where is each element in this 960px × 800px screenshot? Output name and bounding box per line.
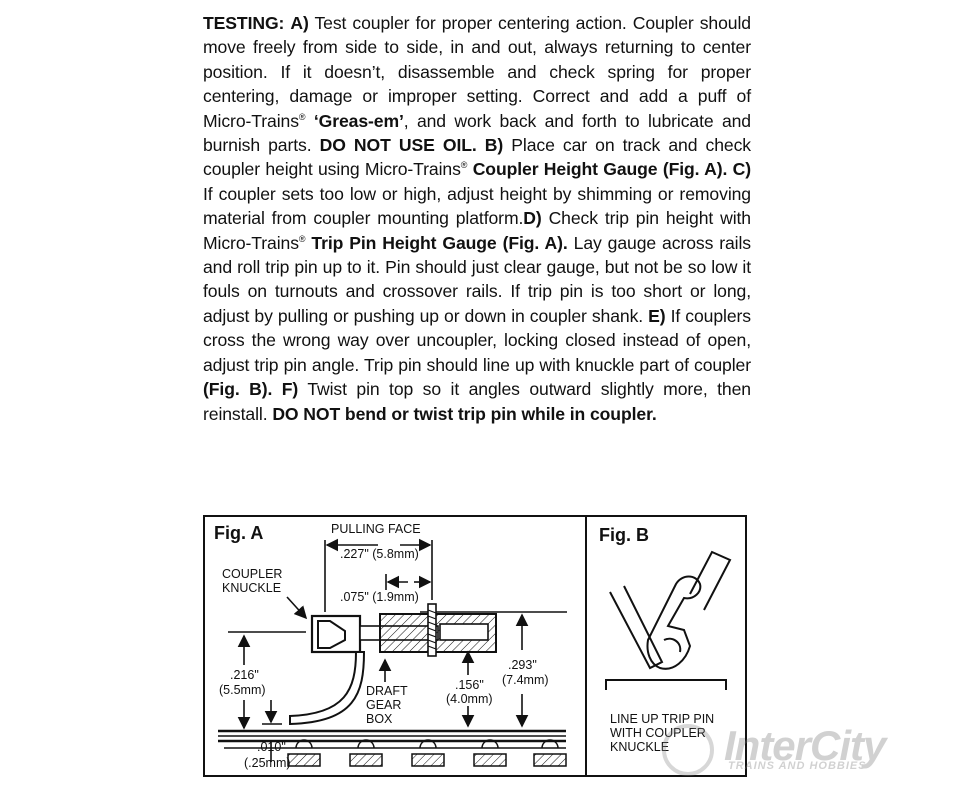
dim-156-label-1: .156"	[455, 678, 484, 692]
rail-ties	[287, 739, 567, 767]
fig-a-drawing	[218, 538, 567, 767]
dim-227-label: .227" (5.8mm)	[340, 547, 419, 561]
registered-mark: ®	[298, 233, 306, 244]
draft-gear-label-3: BOX	[366, 712, 393, 726]
step-c-label: C)	[732, 159, 752, 180]
registered-mark: ®	[298, 111, 306, 122]
step-b-text: Place car on track and check coupler hei…	[203, 135, 751, 180]
knuckle-leader	[286, 596, 308, 620]
knuckle-face	[663, 637, 682, 653]
no-oil-warning: DO NOT USE OIL.	[319, 135, 477, 156]
coupler-knuckle-top	[646, 575, 702, 670]
coupler-height-gauge: Coupler Height Gauge (Fig. A).	[472, 159, 728, 180]
dim-075-label: .075" (1.9mm)	[340, 590, 419, 604]
step-a-text-end: , and work back and forth to lubricate a…	[203, 110, 751, 156]
figure-divider	[585, 515, 587, 777]
fig-a-title: Fig. A	[214, 523, 264, 543]
dim-156-label-2: (4.0mm)	[446, 692, 493, 706]
intercity-watermark: InterCity TRAINS AND HOBBIES	[662, 720, 932, 780]
step-f-label: F)	[281, 379, 299, 400]
fig-b-drawing	[605, 550, 732, 690]
step-d-label: D)	[523, 208, 542, 229]
draft-gear-label-1: DRAFT	[366, 684, 408, 698]
bend-warning: DO NOT bend or twist trip pin while in c…	[272, 403, 657, 424]
testing-heading: TESTING:	[203, 13, 285, 33]
step-f-text: Twist pin top so it angles outward sligh…	[203, 379, 751, 424]
pulling-face-label: PULLING FACE	[331, 522, 421, 536]
dim-010-label-1: .010"	[257, 740, 286, 754]
dim-293-label-2: (7.4mm)	[502, 673, 549, 687]
step-d-text: Check trip pin height with Micro-Trains	[203, 208, 751, 253]
step-b-label: B)	[484, 135, 504, 156]
fig-b-caption-1: LINE UP TRIP PIN	[610, 712, 715, 726]
fig-b-base	[605, 679, 727, 690]
step-d-text-2: Lay gauge across rails and roll trip pin…	[203, 232, 751, 326]
trip-pin	[289, 651, 366, 726]
coupler-knuckle-shape	[317, 620, 346, 649]
registered-mark: ®	[460, 160, 468, 171]
fig-b-title: Fig. B	[599, 525, 649, 545]
step-a-label: A)	[290, 13, 309, 33]
dim-293-label-1: .293"	[508, 658, 537, 672]
intercity-logo-icon	[662, 724, 714, 776]
testing-instructions: TESTING: A) Test coupler for proper cent…	[203, 11, 751, 426]
coupler-shank-b	[689, 550, 732, 611]
step-e-text: If couplers cross the wrong way over unc…	[203, 305, 751, 375]
step-a-text: Test coupler for proper centering action…	[203, 13, 751, 131]
watermark-brand: InterCity	[724, 722, 886, 769]
dim-216-label-1: .216"	[230, 668, 259, 682]
dim-010-label-2: (.25mm)	[244, 756, 291, 770]
coupler-knuckle-label-1: COUPLER	[222, 567, 283, 581]
greas-em-product: ‘Greas-em’	[313, 110, 404, 131]
watermark-tagline: TRAINS AND HOBBIES	[728, 760, 867, 772]
draft-gear-slot	[439, 623, 489, 641]
draft-gear-label-2: GEAR	[366, 698, 402, 712]
fig-b-reference: (Fig. B).	[203, 379, 273, 400]
step-e-label: E)	[648, 305, 666, 326]
trip-pin-height-gauge: Trip Pin Height Gauge (Fig. A).	[311, 232, 568, 253]
figure-frame	[203, 515, 747, 777]
step-c-text: If coupler sets too low or high, adjust …	[203, 183, 751, 229]
coupler-knuckle-label-2: KNUCKLE	[222, 581, 282, 595]
screw-threads	[427, 609, 437, 650]
fig-b-caption-3: KNUCKLE	[610, 740, 670, 754]
dim-216-label-2: (5.5mm)	[219, 683, 266, 697]
